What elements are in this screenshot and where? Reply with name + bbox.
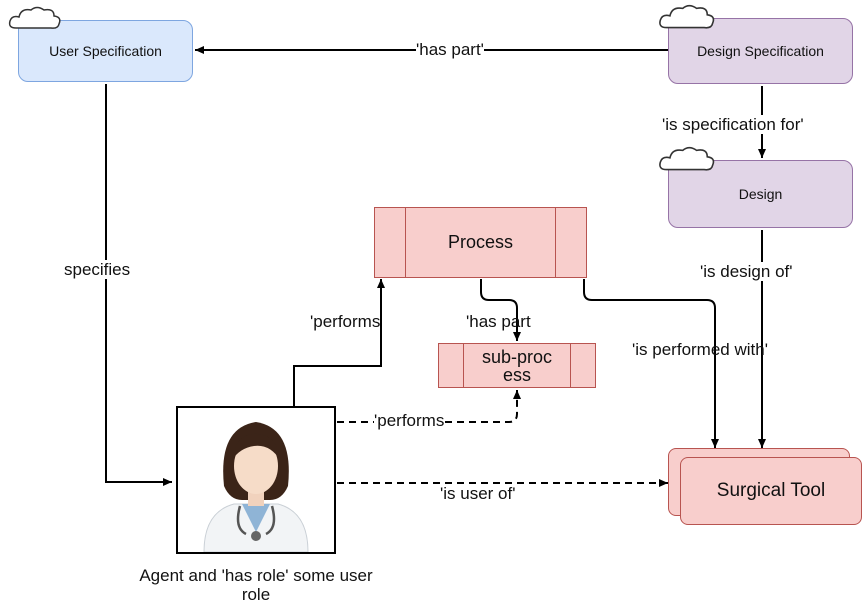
edge-label-has-part-sub: 'has part xyxy=(466,312,531,331)
edge-performs-process xyxy=(293,279,385,406)
cloud-icon xyxy=(659,146,715,171)
design-label: Design xyxy=(738,186,783,202)
edge-performs-sub xyxy=(337,390,521,423)
user-specification-label: User Specification xyxy=(49,43,162,59)
edge-label-specifies: specifies xyxy=(64,260,131,279)
user-specification-node[interactable]: User Specification xyxy=(18,20,193,82)
surgical-tool-node[interactable]: Surgical Tool xyxy=(680,457,862,525)
design-specification-node[interactable]: Design Specification xyxy=(668,18,853,84)
edge-label-performs-process: 'performs xyxy=(310,312,381,331)
process-label: Process xyxy=(447,232,514,252)
edge-specifies xyxy=(105,84,172,486)
edge-label-is-performed-with: 'is performed with' xyxy=(632,340,768,359)
edge-label-is-design-of: 'is design of' xyxy=(700,262,793,281)
edge-label-performs-sub: 'performs xyxy=(374,411,445,430)
edge-has-part-sub xyxy=(480,279,521,341)
design-node[interactable]: Design xyxy=(668,160,853,228)
process-node[interactable]: Process xyxy=(374,207,587,278)
design-specification-label: Design Specification xyxy=(697,43,824,59)
surgical-tool-label: Surgical Tool xyxy=(716,480,826,501)
cloud-icon xyxy=(659,4,715,29)
sub-process-label: sub-process xyxy=(481,346,553,385)
edge-label-is-specification-for: 'is specification for' xyxy=(662,115,804,134)
agent-label: Agent and 'has role' some user role xyxy=(139,566,373,604)
doctor-icon xyxy=(203,422,309,552)
edge-label-is-user-of: 'is user of' xyxy=(440,484,516,503)
sub-process-node[interactable]: sub-process xyxy=(438,343,596,388)
edge-label-has-part-top: 'has part' xyxy=(416,40,484,59)
agent-node[interactable] xyxy=(176,406,336,554)
edge-is-performed-with xyxy=(583,279,719,448)
cloud-icon xyxy=(8,6,61,29)
